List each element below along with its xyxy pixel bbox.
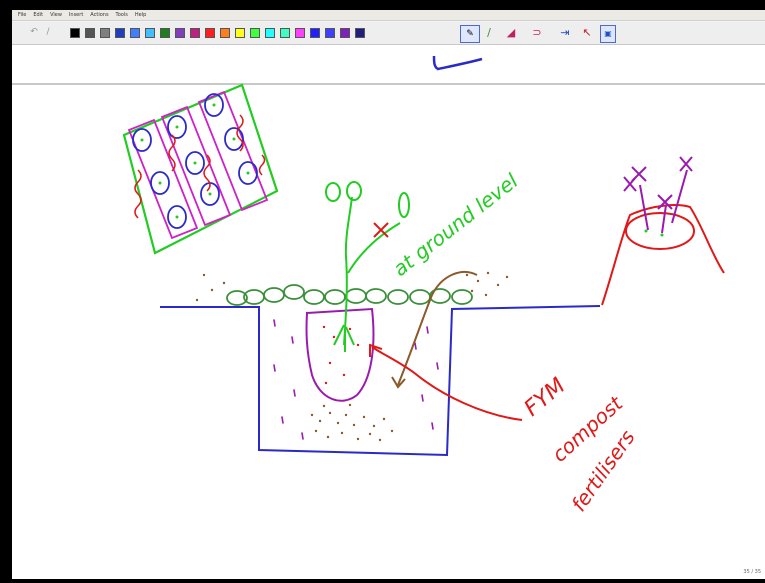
insert-space-icon[interactable]: ⇥ (560, 26, 570, 39)
soil-clods (226, 284, 473, 306)
menu-actions[interactable]: Actions (90, 12, 109, 18)
color-swatch[interactable] (190, 28, 200, 38)
color-swatch[interactable] (145, 28, 155, 38)
color-swatch[interactable] (265, 28, 275, 38)
journal-window: File Edit View Insert Actions Tools Help… (12, 10, 765, 579)
menu-insert[interactable]: Insert (68, 12, 84, 18)
cell-block-drawing (122, 83, 279, 255)
toolbar: ↶ / ✎ ∕ ◢ ⊃ ⇥ ↖ ▣ (12, 22, 765, 45)
brown-arrow (397, 270, 478, 386)
color-swatch[interactable] (220, 28, 230, 38)
color-swatch[interactable] (70, 28, 80, 38)
color-swatch[interactable] (85, 28, 95, 38)
seedling (325, 181, 410, 352)
color-swatch[interactable] (325, 28, 335, 38)
menu-help[interactable]: Help (134, 12, 147, 18)
color-swatch[interactable] (280, 28, 290, 38)
page-view-icon[interactable]: ▣ (600, 25, 616, 43)
lasso-icon[interactable]: ⊃ (532, 26, 542, 39)
color-swatch[interactable] (295, 28, 305, 38)
color-swatch[interactable] (115, 28, 125, 38)
ground-level-label: at ground level (388, 168, 523, 281)
color-swatch[interactable] (235, 28, 245, 38)
drawing-canvas[interactable]: at ground level FYM compost fertilisers … (12, 45, 765, 579)
ink-drawing: at ground level FYM compost fertilisers (12, 55, 765, 516)
plant-diagram-right (601, 156, 725, 306)
pointer-icon[interactable]: ↖ (582, 26, 592, 39)
color-swatch[interactable] (355, 28, 365, 38)
color-swatch[interactable] (175, 28, 185, 38)
menu-bar: File Edit View Insert Actions Tools Help (12, 10, 765, 21)
color-swatch[interactable] (205, 28, 215, 38)
color-swatch[interactable] (130, 28, 140, 38)
fertiliser-specks (195, 271, 509, 442)
color-swatch[interactable] (310, 28, 320, 38)
pen-icon[interactable]: / (46, 27, 50, 37)
red-arrow (371, 346, 523, 421)
partial-blue-stroke (432, 55, 483, 71)
eraser-icon[interactable]: ◢ (506, 26, 516, 39)
menu-file[interactable]: File (18, 12, 27, 18)
fym-label: FYM (520, 373, 571, 421)
menu-tools[interactable]: Tools (115, 12, 128, 18)
highlighter-icon[interactable]: ∕ (487, 26, 491, 39)
page-number: 35 / 35 (743, 569, 761, 575)
menu-edit[interactable]: Edit (33, 12, 44, 18)
color-swatch[interactable] (100, 28, 110, 38)
menu-view[interactable]: View (50, 12, 62, 18)
cross-mark (373, 222, 389, 238)
color-swatch[interactable] (340, 28, 350, 38)
pen-icon[interactable]: ✎ (460, 25, 480, 43)
undo-icon[interactable]: ↶ (30, 27, 38, 37)
color-swatch[interactable] (250, 28, 260, 38)
pit-cross-section (160, 271, 601, 457)
color-swatch[interactable] (160, 28, 170, 38)
